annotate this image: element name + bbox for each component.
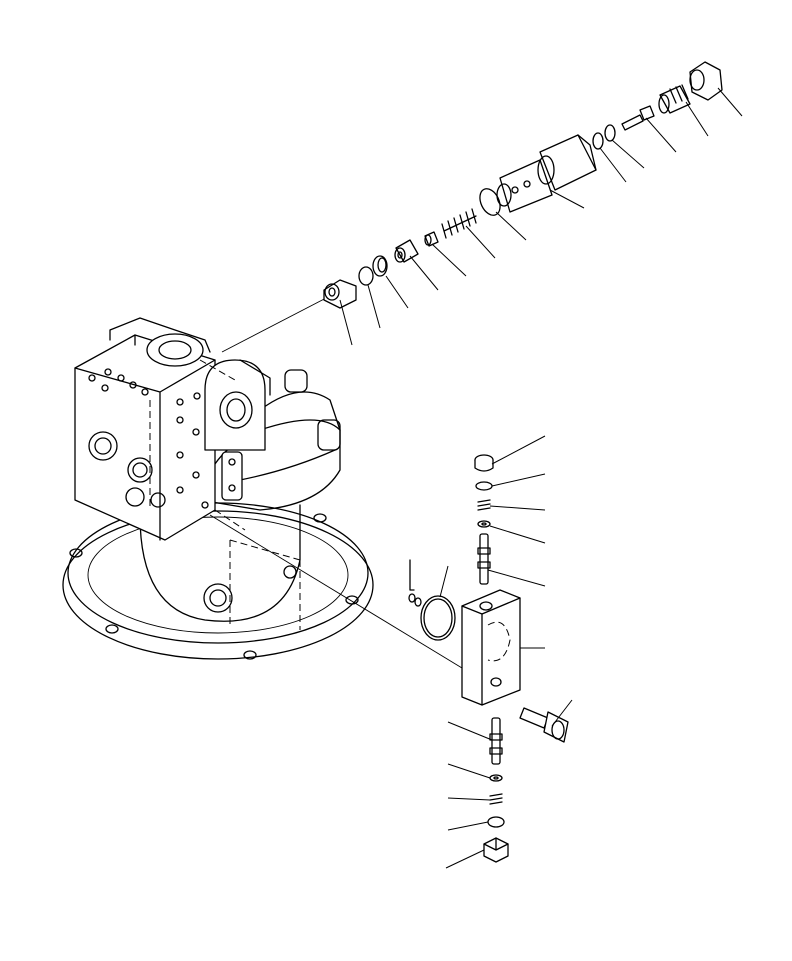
spring — [441, 208, 477, 239]
upper-o-ring — [475, 481, 493, 491]
check-plug — [323, 279, 357, 309]
mount-bolt — [519, 707, 569, 743]
pin — [621, 105, 655, 131]
o-ring-1 — [604, 124, 616, 142]
block-o-ring — [420, 595, 456, 641]
piston — [394, 239, 419, 263]
upper-plug — [474, 454, 494, 472]
o-ring-2 — [592, 132, 604, 150]
small-pin-pair — [408, 559, 422, 607]
o-ring-3 — [479, 188, 501, 216]
lower-valve — [489, 717, 503, 765]
lower-leaders — [439, 435, 573, 869]
spring-seat — [424, 231, 439, 247]
upper-spring — [477, 499, 491, 511]
upper-washer — [477, 520, 491, 528]
swing-motor-housing — [62, 317, 374, 660]
backup-ring — [372, 255, 388, 277]
valve-block — [461, 589, 521, 706]
lower-o-ring — [487, 816, 505, 828]
valve-sleeve — [496, 134, 597, 213]
adjust-screw — [658, 84, 691, 114]
lower-spring — [489, 793, 503, 805]
o-ring-4 — [358, 266, 374, 286]
lower-washer — [489, 774, 503, 782]
lower-plug — [483, 837, 509, 863]
upper-leaders — [339, 87, 743, 346]
upper-valve — [477, 533, 491, 585]
nut — [689, 61, 723, 101]
